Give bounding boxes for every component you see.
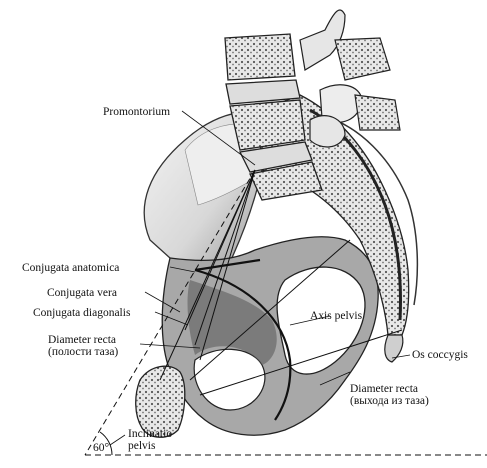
angle-arc <box>99 431 113 456</box>
label-conjugata-anatomica: Conjugata anatomica <box>22 262 120 274</box>
label-diameter-recta-outlet-sub: (выхода из таза) <box>350 395 429 407</box>
leader-lines <box>109 110 411 446</box>
vertebral-arches <box>299 9 401 148</box>
label-inclinatio-pelvis: pelvis <box>128 440 156 452</box>
measurement-lines <box>84 169 487 456</box>
sacral-spines <box>319 114 419 306</box>
label-promontorium: Promontorium <box>103 106 171 118</box>
label-os-coccygis: Os coccygis <box>412 349 468 361</box>
label-angle: 60° <box>93 442 110 454</box>
axis-pelvis-curve <box>194 268 292 421</box>
label-diameter-recta-outlet: Diameter recta <box>350 383 418 395</box>
label-inclinatio: Inclinatio <box>128 428 173 440</box>
label-diameter-recta-cavity: Diameter recta <box>48 334 116 346</box>
label-diameter-recta-cavity-sub: (полости таза) <box>48 346 119 358</box>
label-conjugata-vera: Conjugata vera <box>47 287 117 299</box>
lumbar-spine <box>224 33 323 201</box>
pubic-ramus-hole <box>193 348 266 411</box>
coccyx <box>384 334 404 363</box>
label-conjugata-diagonalis: Conjugata diagonalis <box>33 307 131 319</box>
label-axis-pelvis: Axis pelvis <box>310 310 363 322</box>
pubic-symphysis <box>135 365 186 438</box>
